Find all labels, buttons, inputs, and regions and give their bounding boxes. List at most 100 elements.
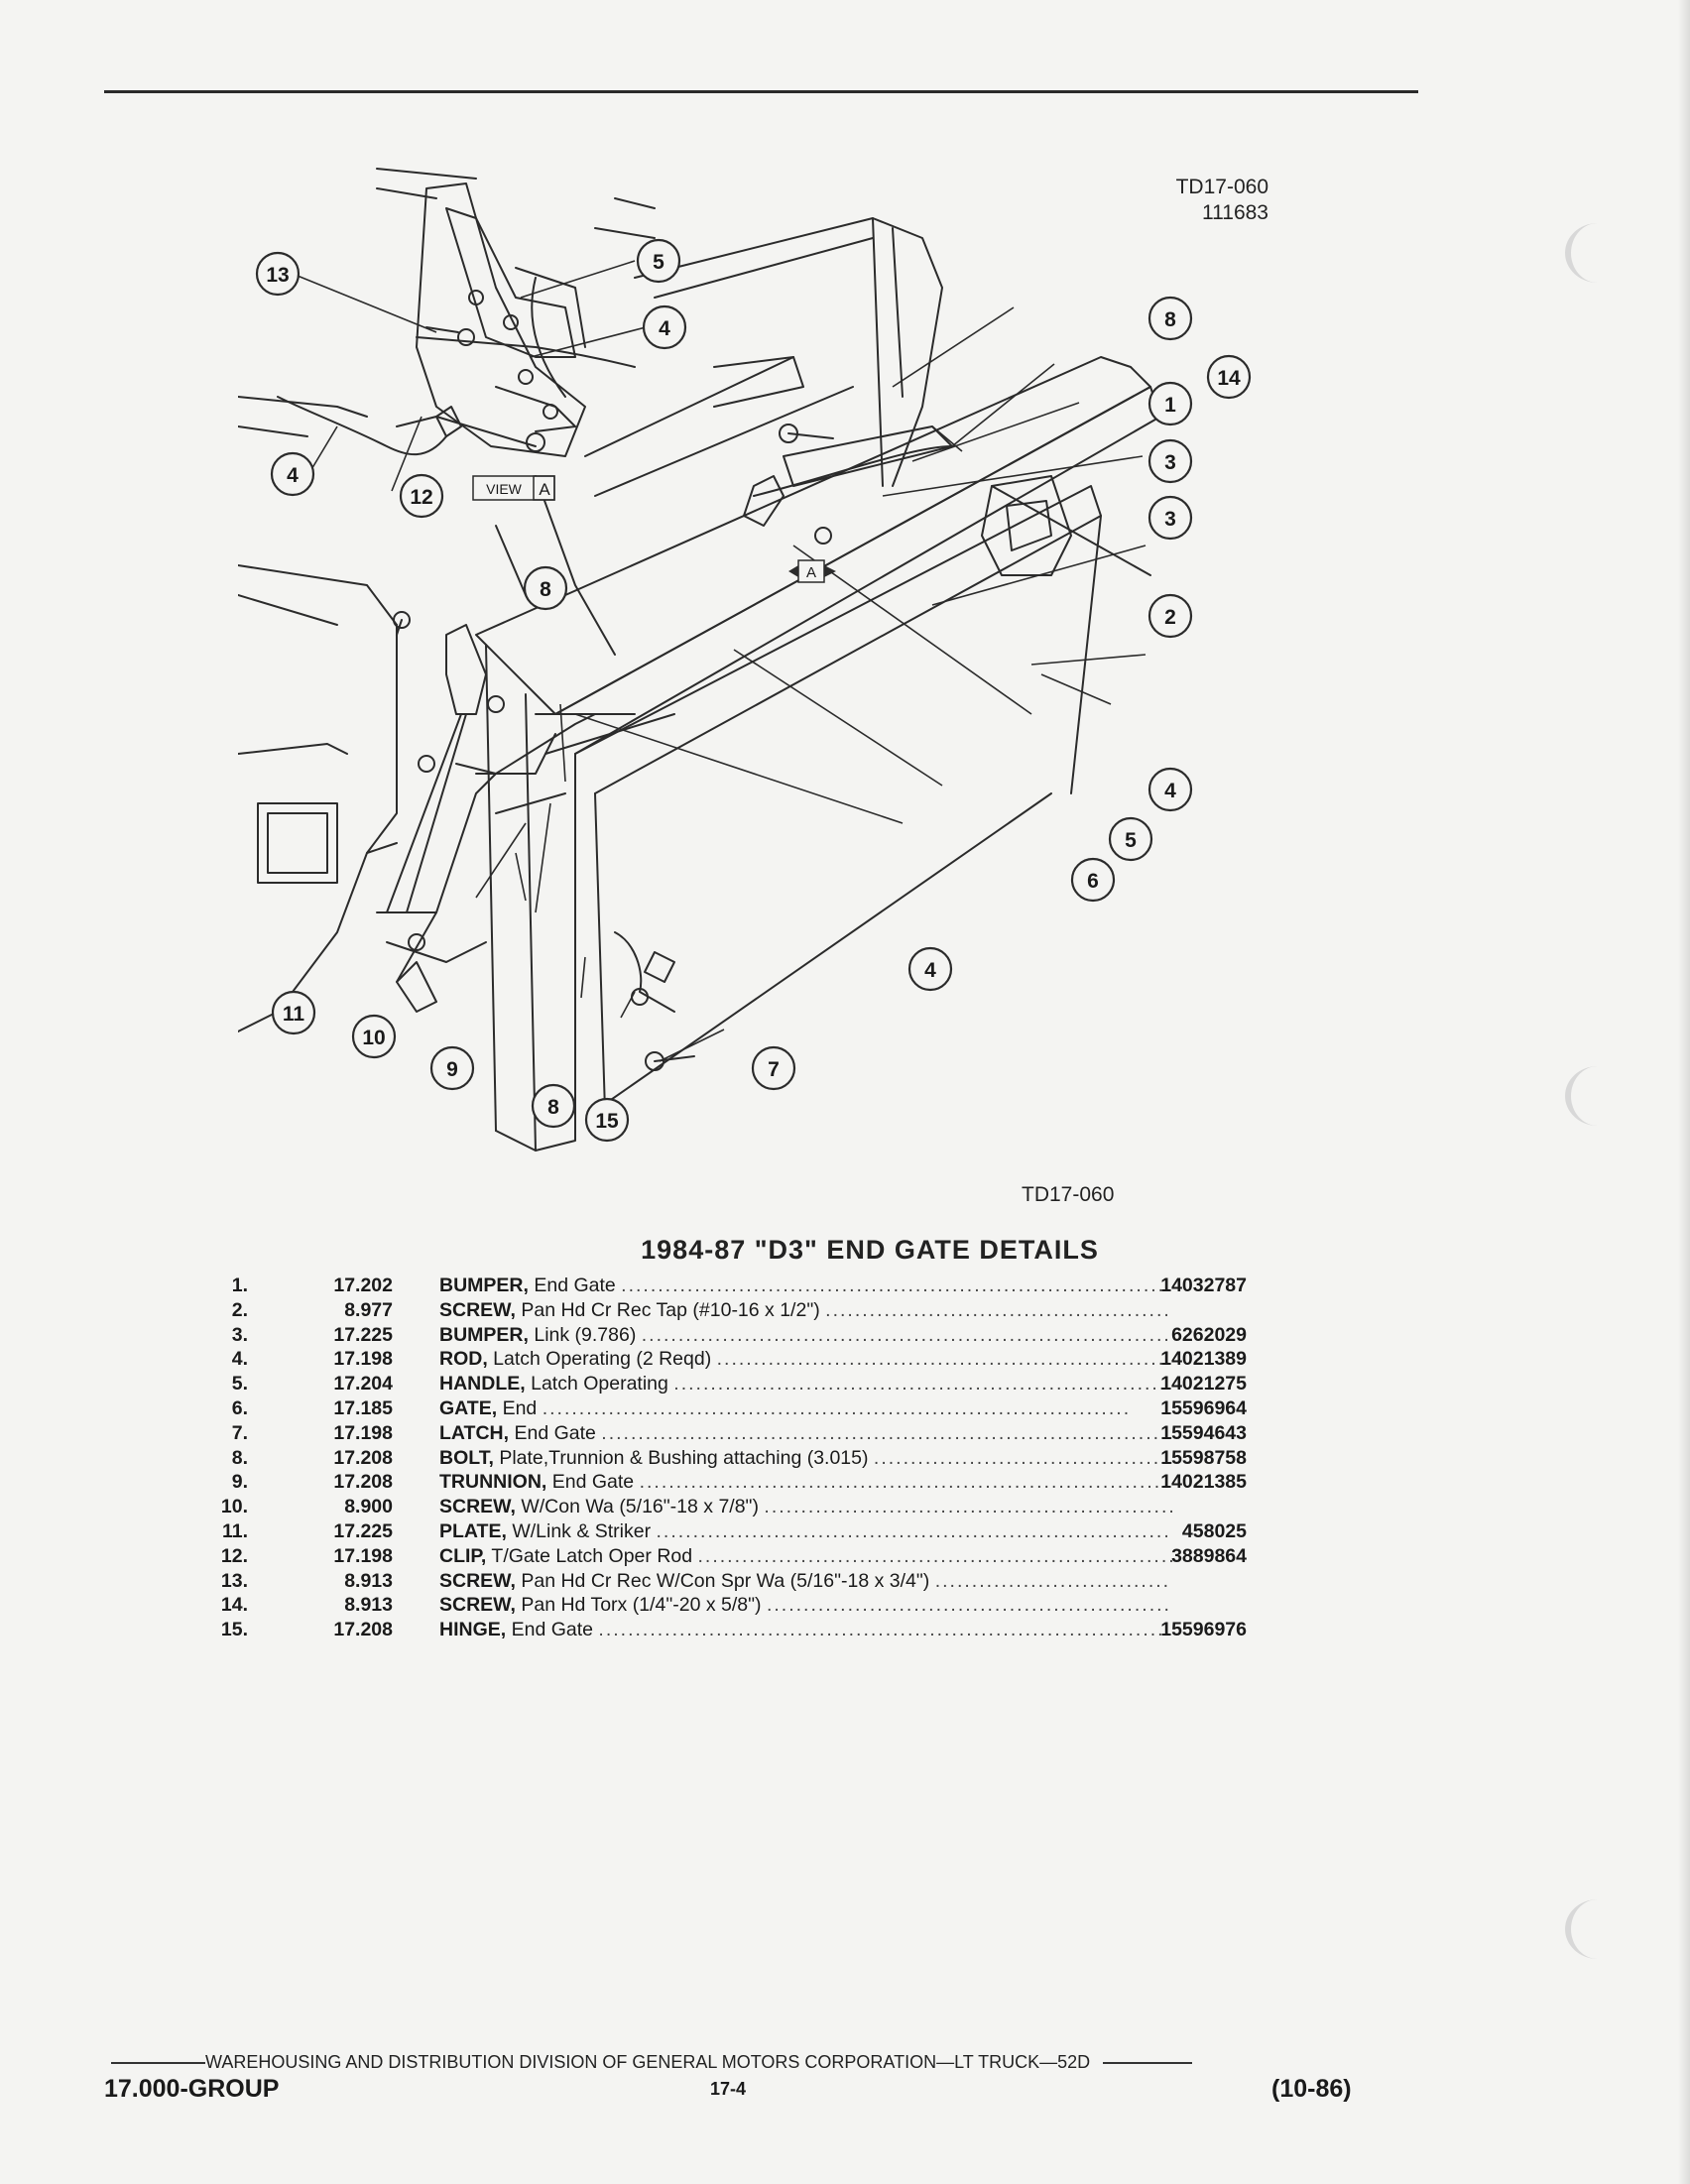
footer-dash-right xyxy=(1103,2062,1193,2065)
callout-4: 4 xyxy=(924,959,936,982)
callout-10: 10 xyxy=(362,1027,385,1049)
callout-6: 6 xyxy=(1087,870,1099,893)
part-detail: Pan Hd Torx (1/4"-20 x 5/8") xyxy=(521,1594,762,1617)
callout-4: 4 xyxy=(1164,780,1176,802)
part-detail: End Gate xyxy=(534,1274,616,1296)
part-detail: Latch Operating xyxy=(531,1373,668,1395)
footer-dash-left xyxy=(111,2062,205,2065)
part-group-number: 8.913 xyxy=(344,1569,393,1592)
callout-1: 1 xyxy=(1164,394,1176,417)
end-gate-panel xyxy=(475,356,1161,1152)
figure-code-date: 111683 xyxy=(1202,201,1268,224)
dot-leader: ........................................… xyxy=(598,1619,1173,1641)
footer-date: (10-86) xyxy=(1271,2075,1352,2103)
callout-4: 4 xyxy=(287,464,299,487)
part-detail: T/Gate Latch Oper Rod xyxy=(491,1544,693,1567)
part-group-number: 17.208 xyxy=(333,1619,393,1641)
callout-5: 5 xyxy=(653,251,664,274)
part-index: 5. xyxy=(231,1373,248,1395)
part-index: 9. xyxy=(231,1471,248,1494)
part-description: BUMPER, End Gate .......................… xyxy=(439,1274,1307,1298)
part-name: SCREW, xyxy=(439,1594,516,1617)
part-name: BUMPER, xyxy=(439,1323,529,1346)
callout-4: 4 xyxy=(659,317,670,340)
bed-body-left xyxy=(238,396,398,1032)
footer-page-number: 17-4 xyxy=(710,2079,747,2099)
dot-leader: ........................................… xyxy=(873,1446,1176,1469)
callout-5: 5 xyxy=(1125,829,1137,852)
part-group-number: 17.198 xyxy=(333,1421,393,1444)
part-description: BOLT, Plate,Trunnion & Bushing attaching… xyxy=(439,1446,1307,1471)
callout-3: 3 xyxy=(1164,451,1176,474)
view-a-tag: VIEW A xyxy=(472,475,555,501)
part-description: BUMPER, Link (9.786) ...................… xyxy=(439,1323,1307,1348)
part-index: 8. xyxy=(231,1446,248,1469)
part-name: TRUNNION, xyxy=(439,1471,547,1494)
part-detail: End Gate xyxy=(551,1471,635,1494)
view-arrow-letter: A xyxy=(806,564,816,581)
dot-leader: ........................................… xyxy=(656,1519,1171,1542)
part-group-number: 17.208 xyxy=(333,1446,393,1469)
part-index: 1. xyxy=(231,1274,248,1296)
dot-leader: ........................................… xyxy=(825,1298,1171,1321)
part-number: 14032787 xyxy=(1160,1274,1247,1296)
dot-leader: ........................................… xyxy=(673,1373,1174,1395)
bedside-right xyxy=(495,217,943,656)
part-detail: End Gate xyxy=(514,1421,596,1444)
part-number: 3889864 xyxy=(1171,1544,1247,1567)
callout-14: 14 xyxy=(1217,367,1241,390)
dot-leader: ........................................… xyxy=(697,1544,1176,1567)
dot-leader: ........................................… xyxy=(621,1274,1173,1296)
part-index: 10. xyxy=(220,1496,248,1518)
part-index: 4. xyxy=(231,1348,248,1371)
part-name: SCREW, xyxy=(439,1496,516,1518)
part-group-number: 17.202 xyxy=(333,1274,393,1296)
callout-11: 11 xyxy=(283,1003,305,1026)
figure-caption: TD17-060 xyxy=(1022,1183,1115,1206)
part-name: SCREW, xyxy=(439,1298,516,1321)
figure-code: TD17-060 111683 xyxy=(1176,175,1268,226)
callout-12: 12 xyxy=(410,486,432,509)
callout-7: 7 xyxy=(768,1058,780,1081)
part-description: ROD, Latch Operating (2 Reqd) ..........… xyxy=(439,1347,1307,1372)
dot-leader: ................................ xyxy=(934,1569,1171,1592)
end-gate-latch xyxy=(743,445,1072,576)
part-index: 13. xyxy=(220,1569,248,1592)
part-description: CLIP, T/Gate Latch Oper Rod ............… xyxy=(439,1544,1307,1569)
part-group-number: 8.977 xyxy=(344,1298,393,1321)
part-group-number: 17.208 xyxy=(333,1471,393,1494)
part-name: GATE, xyxy=(439,1396,498,1419)
part-detail: Pan Hd Cr Rec W/Con Spr Wa (5/16"-18 x 3… xyxy=(521,1569,930,1592)
dot-leader: ........................................… xyxy=(641,1323,1171,1346)
binder-hole-bottom xyxy=(1565,1899,1630,1959)
part-number: 458025 xyxy=(1181,1519,1247,1542)
view-arrow-a: A xyxy=(788,559,836,583)
part-group-number: 17.204 xyxy=(333,1373,393,1395)
part-group-number: 8.913 xyxy=(344,1594,393,1617)
footer-division-text: WAREHOUSING AND DISTRIBUTION DIVISION OF… xyxy=(205,2052,1091,2072)
part-index: 11. xyxy=(221,1519,248,1542)
part-description: HANDLE, Latch Operating ................… xyxy=(439,1372,1307,1396)
binder-hole-middle xyxy=(1565,1066,1630,1126)
callout-8: 8 xyxy=(1164,308,1176,331)
callout-numbers: 13 5 4 4 12 2 3 3 1 4 5 6 4 8 7 11 10 9 … xyxy=(266,251,1241,1133)
part-detail: Link (9.786) xyxy=(534,1323,637,1346)
part-name: BUMPER, xyxy=(439,1274,529,1296)
part-detail: W/Link & Striker xyxy=(512,1519,652,1542)
callout-9: 9 xyxy=(446,1058,458,1081)
part-group-number: 8.900 xyxy=(344,1496,393,1518)
part-description: HINGE, End Gate ........................… xyxy=(439,1618,1307,1642)
page-edge-shadow xyxy=(1678,0,1690,2184)
